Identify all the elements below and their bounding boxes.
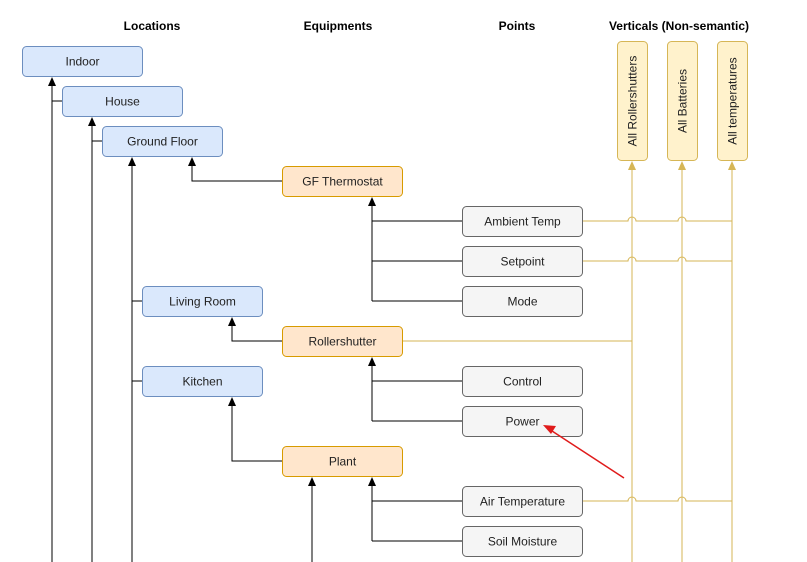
node-all-temperatures-label: All temperatures — [726, 57, 740, 144]
node-living-room-label: Living Room — [169, 295, 236, 309]
thermostat-to-groundfloor — [191, 164, 282, 182]
plant-right-arrowhead — [368, 477, 376, 486]
node-ambient-temp[interactable]: Ambient Temp — [462, 206, 583, 237]
vertical-connectors — [403, 161, 736, 562]
kitchen-arrowhead — [228, 397, 236, 406]
node-all-temperatures[interactable]: All temperatures — [717, 41, 748, 161]
node-indoor[interactable]: Indoor — [22, 46, 143, 77]
node-all-rollershutters-label: All Rollershutters — [626, 56, 640, 147]
node-air-temperature-label: Air Temperature — [480, 495, 565, 509]
livingroom-arrowhead — [228, 317, 236, 326]
hierarchy-connectors — [48, 77, 462, 562]
node-gf-thermostat-label: GF Thermostat — [302, 175, 383, 189]
node-indoor-label: Indoor — [65, 55, 99, 69]
node-kitchen-label: Kitchen — [182, 375, 222, 389]
header-equipments: Equipments — [304, 19, 373, 33]
rollershutters-arrowhead — [628, 161, 636, 170]
node-power-label: Power — [505, 415, 539, 429]
node-soil-moisture[interactable]: Soil Moisture — [462, 526, 583, 557]
rollershutter-to-livingroom — [231, 324, 282, 342]
node-gf-thermostat[interactable]: GF Thermostat — [282, 166, 403, 197]
red-pointer-arrowhead — [543, 425, 556, 434]
node-house[interactable]: House — [62, 86, 183, 117]
thermostat-link-arrowhead — [188, 157, 196, 166]
header-points: Points — [499, 19, 536, 33]
node-rollershutter-label: Rollershutter — [308, 335, 376, 349]
batteries-arrowhead — [678, 161, 686, 170]
node-soil-moisture-label: Soil Moisture — [488, 535, 558, 549]
node-ground-floor-label: Ground Floor — [127, 135, 198, 149]
node-setpoint-label: Setpoint — [500, 255, 545, 269]
red-pointer-shaft — [551, 430, 625, 479]
rollershutter-arrowhead — [368, 357, 376, 366]
node-kitchen[interactable]: Kitchen — [142, 366, 263, 397]
header-verticals: Verticals (Non-semantic) — [609, 19, 749, 33]
node-plant[interactable]: Plant — [282, 446, 403, 477]
node-rollershutter[interactable]: Rollershutter — [282, 326, 403, 357]
temperatures-arrowhead — [728, 161, 736, 170]
node-power[interactable]: Power — [462, 406, 583, 437]
red-pointer-arrow — [543, 425, 625, 479]
node-mode-label: Mode — [507, 295, 537, 309]
node-control[interactable]: Control — [462, 366, 583, 397]
node-ambient-temp-label: Ambient Temp — [484, 215, 561, 229]
node-setpoint[interactable]: Setpoint — [462, 246, 583, 277]
groundfloor-arrowhead — [128, 157, 136, 166]
node-all-batteries[interactable]: All Batteries — [667, 41, 698, 161]
node-all-rollershutters[interactable]: All Rollershutters — [617, 41, 648, 161]
node-mode[interactable]: Mode — [462, 286, 583, 317]
node-plant-label: Plant — [329, 455, 357, 469]
header-locations: Locations — [124, 19, 181, 33]
ambient-temp-to-temperatures — [583, 216, 732, 222]
plant-to-kitchen — [231, 404, 282, 462]
setpoint-to-temperatures — [583, 256, 732, 262]
node-house-label: House — [105, 95, 140, 109]
thermostat-arrowhead — [368, 197, 376, 206]
node-air-temperature[interactable]: Air Temperature — [462, 486, 583, 517]
node-living-room[interactable]: Living Room — [142, 286, 263, 317]
air-temperature-to-temperatures — [583, 496, 732, 502]
house-arrowhead — [88, 117, 96, 126]
node-control-label: Control — [503, 375, 542, 389]
indoor-arrowhead — [48, 77, 56, 86]
plant-left-arrowhead — [308, 477, 316, 486]
node-ground-floor[interactable]: Ground Floor — [102, 126, 223, 157]
node-all-batteries-label: All Batteries — [676, 69, 690, 133]
